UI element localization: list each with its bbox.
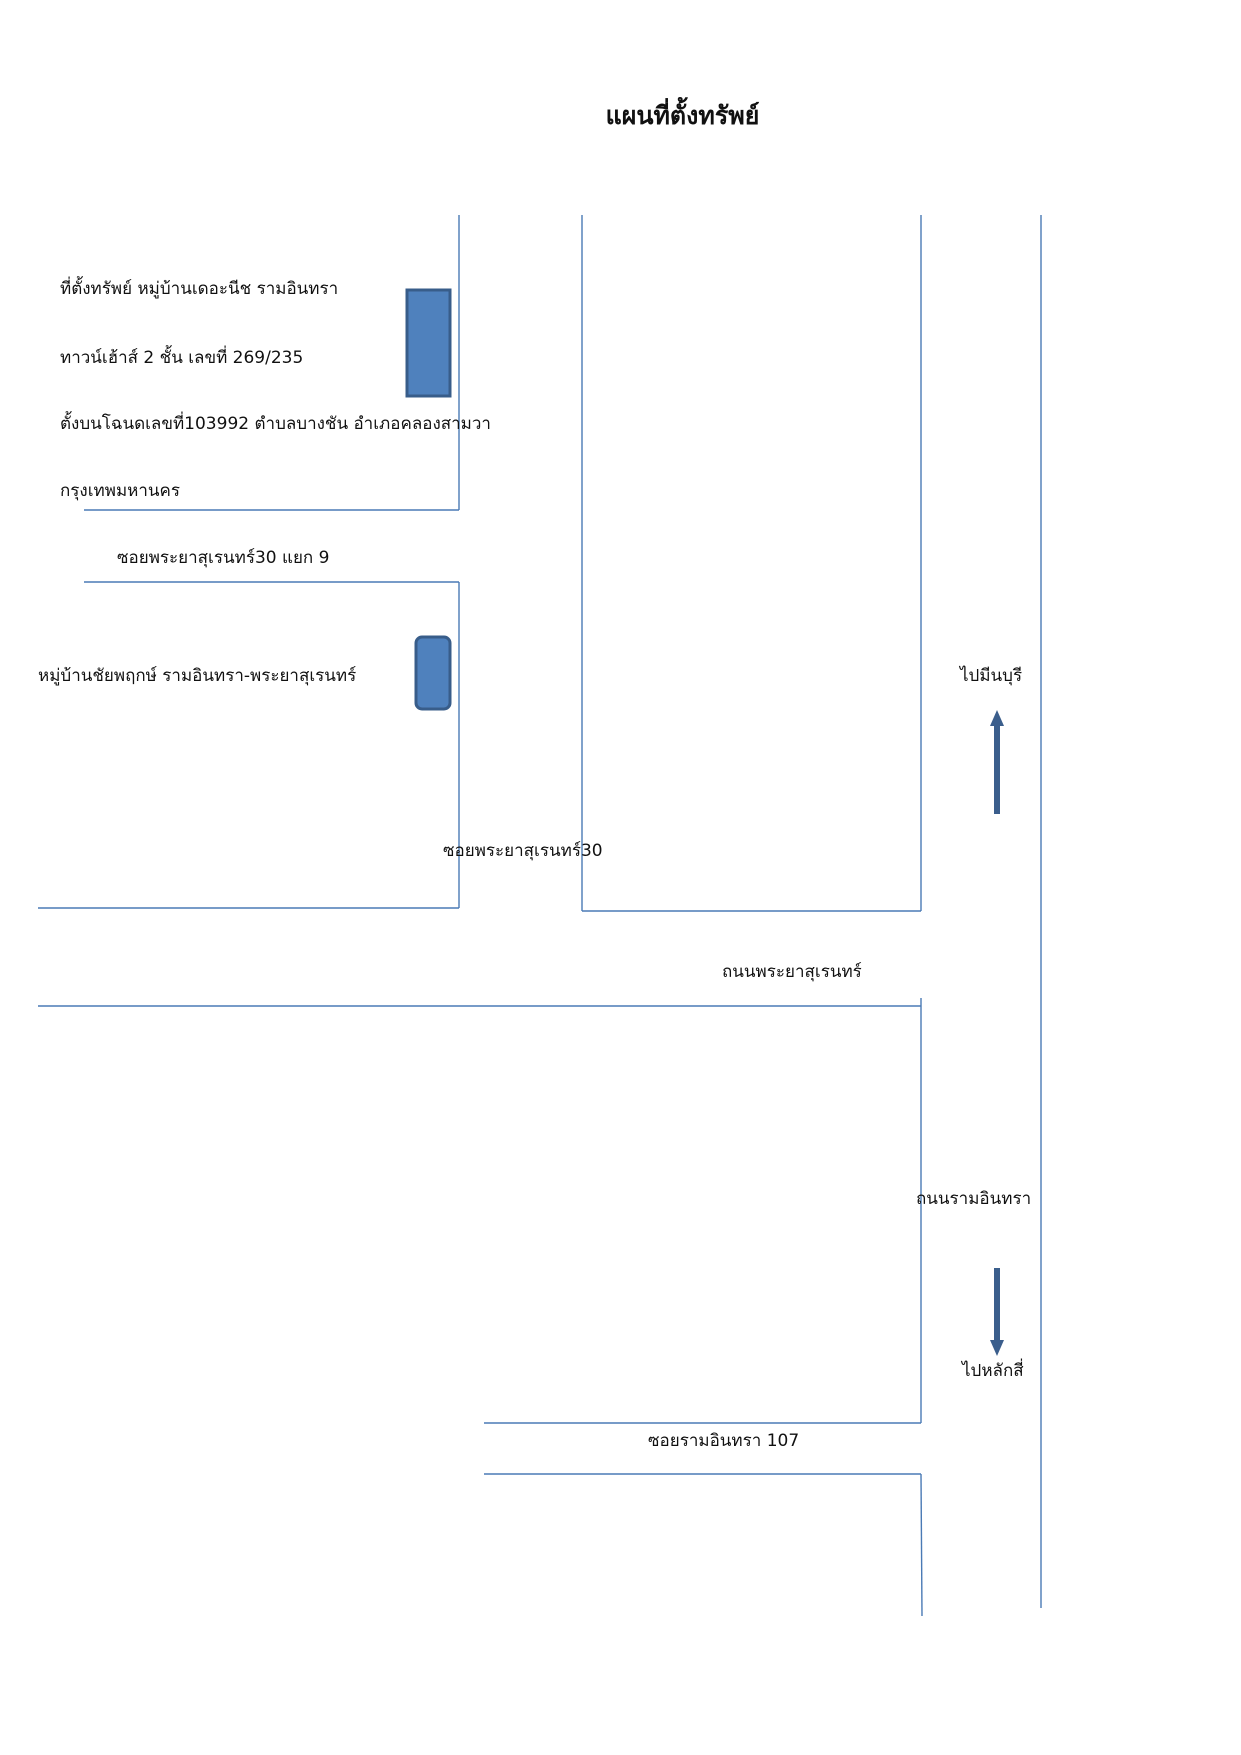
direction-label-min-buri: ไปมีนบุรี: [960, 666, 1023, 686]
page-title: แผนที่ตั้งทรัพย์: [605, 101, 760, 130]
property-address-line-1: ที่ตั้งทรัพย์ หมู่บ้านเดอะนีช รามอินทรา: [60, 279, 339, 299]
rect-building-icon: [405, 288, 452, 398]
road-label-soi-30: ซอยพระยาสุเรนทร์30: [443, 841, 603, 861]
property-address-line-4: กรุงเทพมหานคร: [60, 481, 181, 501]
arrow-down-icon: [990, 1268, 1004, 1356]
road-lines: [38, 215, 1042, 1617]
landmark-chaiyaphruek-village: หมู่บ้านชัยพฤกษ์ รามอินทรา-พระยาสุเรนทร์: [38, 666, 357, 686]
direction-label-lak-si: ไปหลักสี่: [962, 1361, 1024, 1381]
property-address-line-3: ตั้งบนโฉนดเลขที่103992 ตำบลบางชัน อำเภอค…: [60, 414, 491, 434]
property-address-line-2: ทาวน์เฮ้าส์ 2 ชั้น เลขที่ 269/235: [60, 348, 304, 368]
road-edge: [920, 1473, 923, 1617]
road-label-phraya-suren: ถนนพระยาสุเรนทร์: [722, 962, 862, 982]
road-label-soi-30-yaek-9: ซอยพระยาสุเรนทร์30 แยก 9: [117, 548, 330, 568]
road-label-soi-ram-inthra-107: ซอยรามอินทรา 107: [648, 1431, 800, 1451]
road-label-ram-inthra: ถนนรามอินทรา: [916, 1189, 1032, 1209]
rounded-building-icon: [414, 635, 452, 711]
arrow-up-icon: [990, 710, 1004, 814]
